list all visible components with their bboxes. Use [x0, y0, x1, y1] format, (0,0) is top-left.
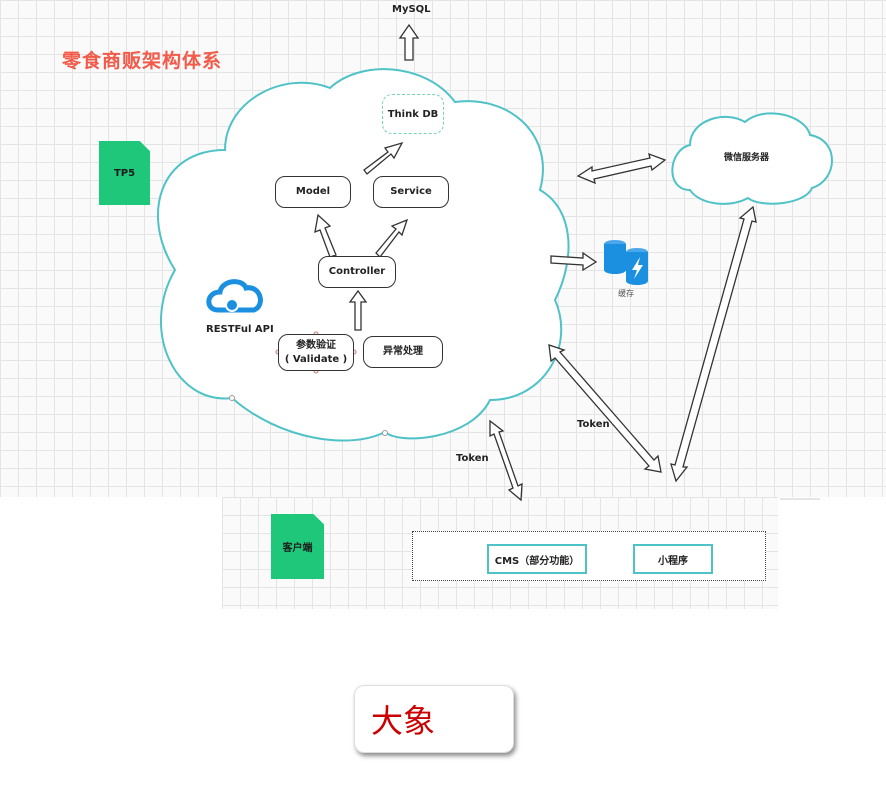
cloud-handle: [229, 395, 235, 401]
arrow-token-left: [489, 419, 523, 502]
token-left-label: Token: [456, 453, 489, 464]
arrow-cloud-wechat: [576, 152, 667, 185]
arrow-controller-model: [314, 213, 337, 258]
watermark-text: 大象: [371, 702, 436, 740]
wechat-cloud: [671, 112, 833, 205]
client-document: 客户端: [271, 514, 324, 579]
cloud-handle: [382, 430, 388, 436]
arrow-wechat-client: [670, 205, 757, 483]
cloud-api-icon: [206, 279, 263, 313]
arrow-to-mysql: [398, 23, 420, 61]
arrow-controller-service: [375, 218, 409, 258]
validate-node: 参数验证 ( Validate ): [278, 334, 354, 371]
cache-label: 缓存: [618, 289, 634, 298]
tp5-label: TP5: [113, 167, 136, 179]
tp5-document: TP5: [99, 141, 150, 205]
restful-label: RESTFul API: [206, 324, 274, 335]
arrow-token-right: [548, 344, 662, 473]
token-right-label: Token: [577, 419, 610, 430]
arrow-cloud-cache: [550, 251, 598, 272]
mysql-label: MySQL: [392, 4, 431, 15]
thinkdb-node: Think DB: [382, 94, 444, 134]
model-node: Model: [275, 176, 351, 208]
validate-label-cn: 参数验证: [296, 340, 336, 351]
client-label: 客户端: [282, 543, 313, 554]
server-cloud: [156, 68, 570, 442]
cms-node: CMS（部分功能）: [487, 544, 587, 574]
exception-node: 异常处理: [363, 336, 443, 368]
wechat-server-label: 微信服务器: [724, 153, 770, 163]
service-node: Service: [373, 176, 449, 208]
database-bolt-icon: [604, 240, 648, 285]
arrow-validate-controller: [348, 289, 368, 331]
controller-node: Controller: [318, 256, 396, 288]
arrow-model-thinkdb: [363, 141, 404, 175]
validate-label-en: ( Validate ): [284, 353, 348, 365]
diagram-title: 零食商贩架构体系: [62, 50, 223, 72]
watermark-badge: 大象: [354, 685, 514, 753]
mini-program-node: 小程序: [633, 544, 713, 574]
